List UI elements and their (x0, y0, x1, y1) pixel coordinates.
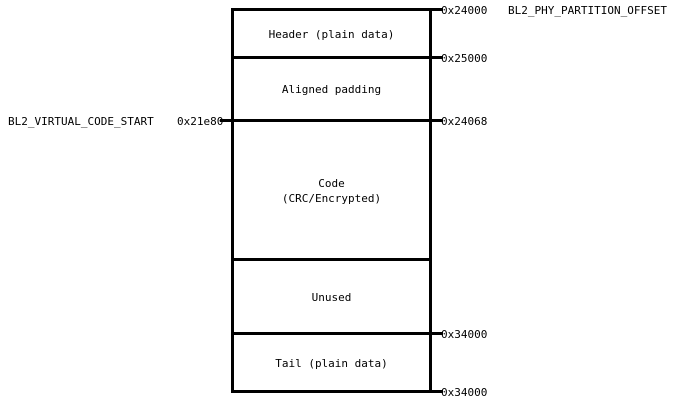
segment-header: Header (plain data) (234, 11, 429, 58)
segment-unused-label: Unused (311, 290, 352, 304)
segment-header-label: Header (plain data) (268, 28, 395, 41)
divider-unused-tail (231, 332, 432, 335)
address-label-partition-offset: 0x24000 (441, 4, 487, 17)
address-value-bottom: 0x34000 (441, 386, 488, 399)
address-label-virtual-code-start: 0x21e80 (177, 115, 223, 128)
segment-tail-label: Tail (plain data) (275, 357, 388, 370)
symbol-value-bl2-phy-partition-offset: BL2_PHY_PARTITION_OFFSET (508, 4, 667, 17)
symbol-label-bl2-phy-partition-offset: BL2_PHY_PARTITION_OFFSET (508, 4, 667, 17)
tick-bottom (429, 390, 443, 393)
segment-aligned-padding-label: Aligned padding (281, 83, 382, 96)
segment-tail: Tail (plain data) (234, 334, 429, 393)
address-value-virtual-code-start: 0x21e80 (177, 115, 224, 128)
address-label-tail-top: 0x34000 (441, 328, 487, 341)
memory-map-box: Header (plain data) Aligned padding Code… (231, 8, 432, 393)
address-label-padding-top: 0x25000 (441, 52, 487, 65)
tick-padding-top (429, 56, 443, 59)
symbol-value-bl2-virtual-code-start: BL2_VIRTUAL_CODE_START (8, 115, 154, 128)
tick-tail-top (429, 332, 443, 335)
divider-code-unused (231, 258, 432, 261)
tick-code-top (429, 119, 443, 122)
segment-unused: Unused (234, 260, 429, 334)
address-value-padding-top: 0x25000 (441, 52, 488, 65)
segment-code-label: Code (CRC/Encrypted) (281, 176, 382, 205)
segment-aligned-padding: Aligned padding (234, 58, 429, 121)
tick-virtual-code-start (220, 119, 234, 122)
divider-padding-code (231, 119, 432, 122)
address-label-bottom: 0x34000 (441, 386, 487, 399)
address-value-tail-top: 0x34000 (441, 328, 488, 341)
address-value-code-top: 0x24068 (441, 115, 488, 128)
segment-code: Code (CRC/Encrypted) (234, 121, 429, 260)
symbol-label-bl2-virtual-code-start: BL2_VIRTUAL_CODE_START (8, 115, 154, 128)
address-label-code-top: 0x24068 (441, 115, 487, 128)
divider-header-padding (231, 56, 432, 59)
address-value-partition-offset: 0x24000 (441, 4, 488, 17)
tick-top (429, 8, 443, 11)
